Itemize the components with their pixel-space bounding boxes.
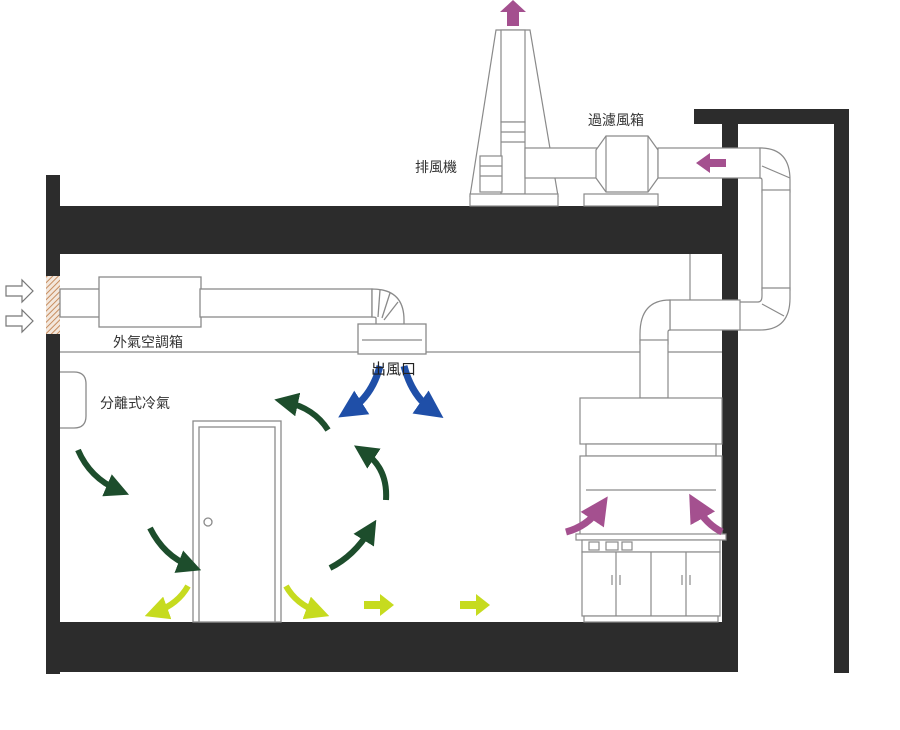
split-ac-label: 分離式冷氣 (100, 396, 170, 412)
supply-duct-elbow (371, 288, 405, 327)
building-structure (46, 109, 849, 674)
elbow-seam-3 (383, 301, 399, 321)
exhaust-fan-stack (500, 29, 526, 123)
filter-box-label: 過濾風箱 (588, 113, 644, 129)
riser-seam-2 (761, 303, 785, 317)
supply-duct-system (59, 276, 427, 355)
door-knob (203, 517, 213, 527)
elbow-seam-1 (377, 289, 381, 318)
outdoor-ac-box-label: 外氣空調箱 (113, 335, 183, 351)
supply-duct-main (199, 288, 373, 318)
roof-slab (46, 206, 738, 254)
intake-arrow-bottom (5, 308, 34, 334)
exhaust-fan-motor (479, 155, 503, 193)
circulation-arrow-2 (147, 526, 202, 573)
circulation-arrow-4 (354, 445, 390, 501)
floor-arrow-1 (144, 584, 191, 620)
filter-box-body (595, 135, 659, 193)
hood-intake-arrow-left (564, 496, 608, 536)
elbow-seam-2 (381, 292, 391, 319)
floor-arrow-3 (364, 594, 394, 616)
floor-slab (46, 622, 738, 672)
filter-box-base (583, 193, 659, 207)
hood-vertical-duct (639, 339, 669, 399)
fume-hood-chamber (579, 455, 723, 537)
riser-seam-1 (761, 165, 791, 179)
air-outlet-label: 出風口 (371, 360, 417, 378)
riser-top-elbow (759, 147, 791, 193)
intake-arrows (5, 278, 34, 334)
supply-arrow-left (338, 365, 384, 418)
fan-to-filter-duct (524, 147, 598, 179)
fume-hood-worktop (575, 533, 727, 541)
shaft-top (694, 109, 849, 124)
floor-arrow-4 (460, 594, 490, 616)
fume-hood-control-panel (581, 539, 721, 553)
hood-elbow (639, 299, 671, 345)
control-button-1 (588, 541, 600, 551)
supply-arrow-right (400, 365, 444, 419)
fume-hood-sash-frame (585, 443, 717, 457)
filter-box (583, 135, 763, 207)
fume-hood (575, 397, 727, 623)
exhaust-up-arrow (500, 0, 526, 26)
control-button-3 (621, 541, 633, 551)
intake-arrow-top (5, 278, 34, 304)
fume-hood-plinth (583, 615, 719, 623)
circulation-arrow-1 (75, 448, 130, 497)
fume-hood-top (579, 397, 723, 445)
control-button-2 (605, 541, 619, 551)
floor-arrow-2 (283, 584, 330, 620)
riser-vertical (761, 189, 791, 291)
through-wall-duct (669, 299, 741, 331)
circulation-arrow-5 (328, 519, 377, 571)
air-outlet-diffuser (357, 323, 427, 355)
exhaust-riser-duct (639, 147, 791, 399)
left-wall (46, 254, 60, 674)
floor-straight-arrows (364, 594, 490, 616)
supply-duct-inlet (59, 288, 101, 318)
exhaust-fan (469, 29, 598, 207)
hood-intake-arrow-right (689, 493, 724, 536)
right-wall (722, 122, 738, 672)
riser-bottom-elbow (737, 287, 791, 331)
shaft-outer-wall (834, 109, 849, 673)
exhaust-arrows (500, 0, 726, 173)
door (192, 420, 282, 623)
intake-louver (46, 276, 60, 334)
exhaust-fan-housing (500, 121, 526, 195)
exhaust-fan-base (469, 193, 559, 207)
roof-parapet-left (46, 175, 60, 215)
exhaust-fan-label: 排風機 (415, 160, 457, 176)
split-ac-unit (60, 371, 87, 429)
circulation-arrow-3 (274, 392, 331, 432)
outdoor-ac-box (98, 276, 202, 328)
exhaust-duct-left-arrow (696, 153, 726, 173)
